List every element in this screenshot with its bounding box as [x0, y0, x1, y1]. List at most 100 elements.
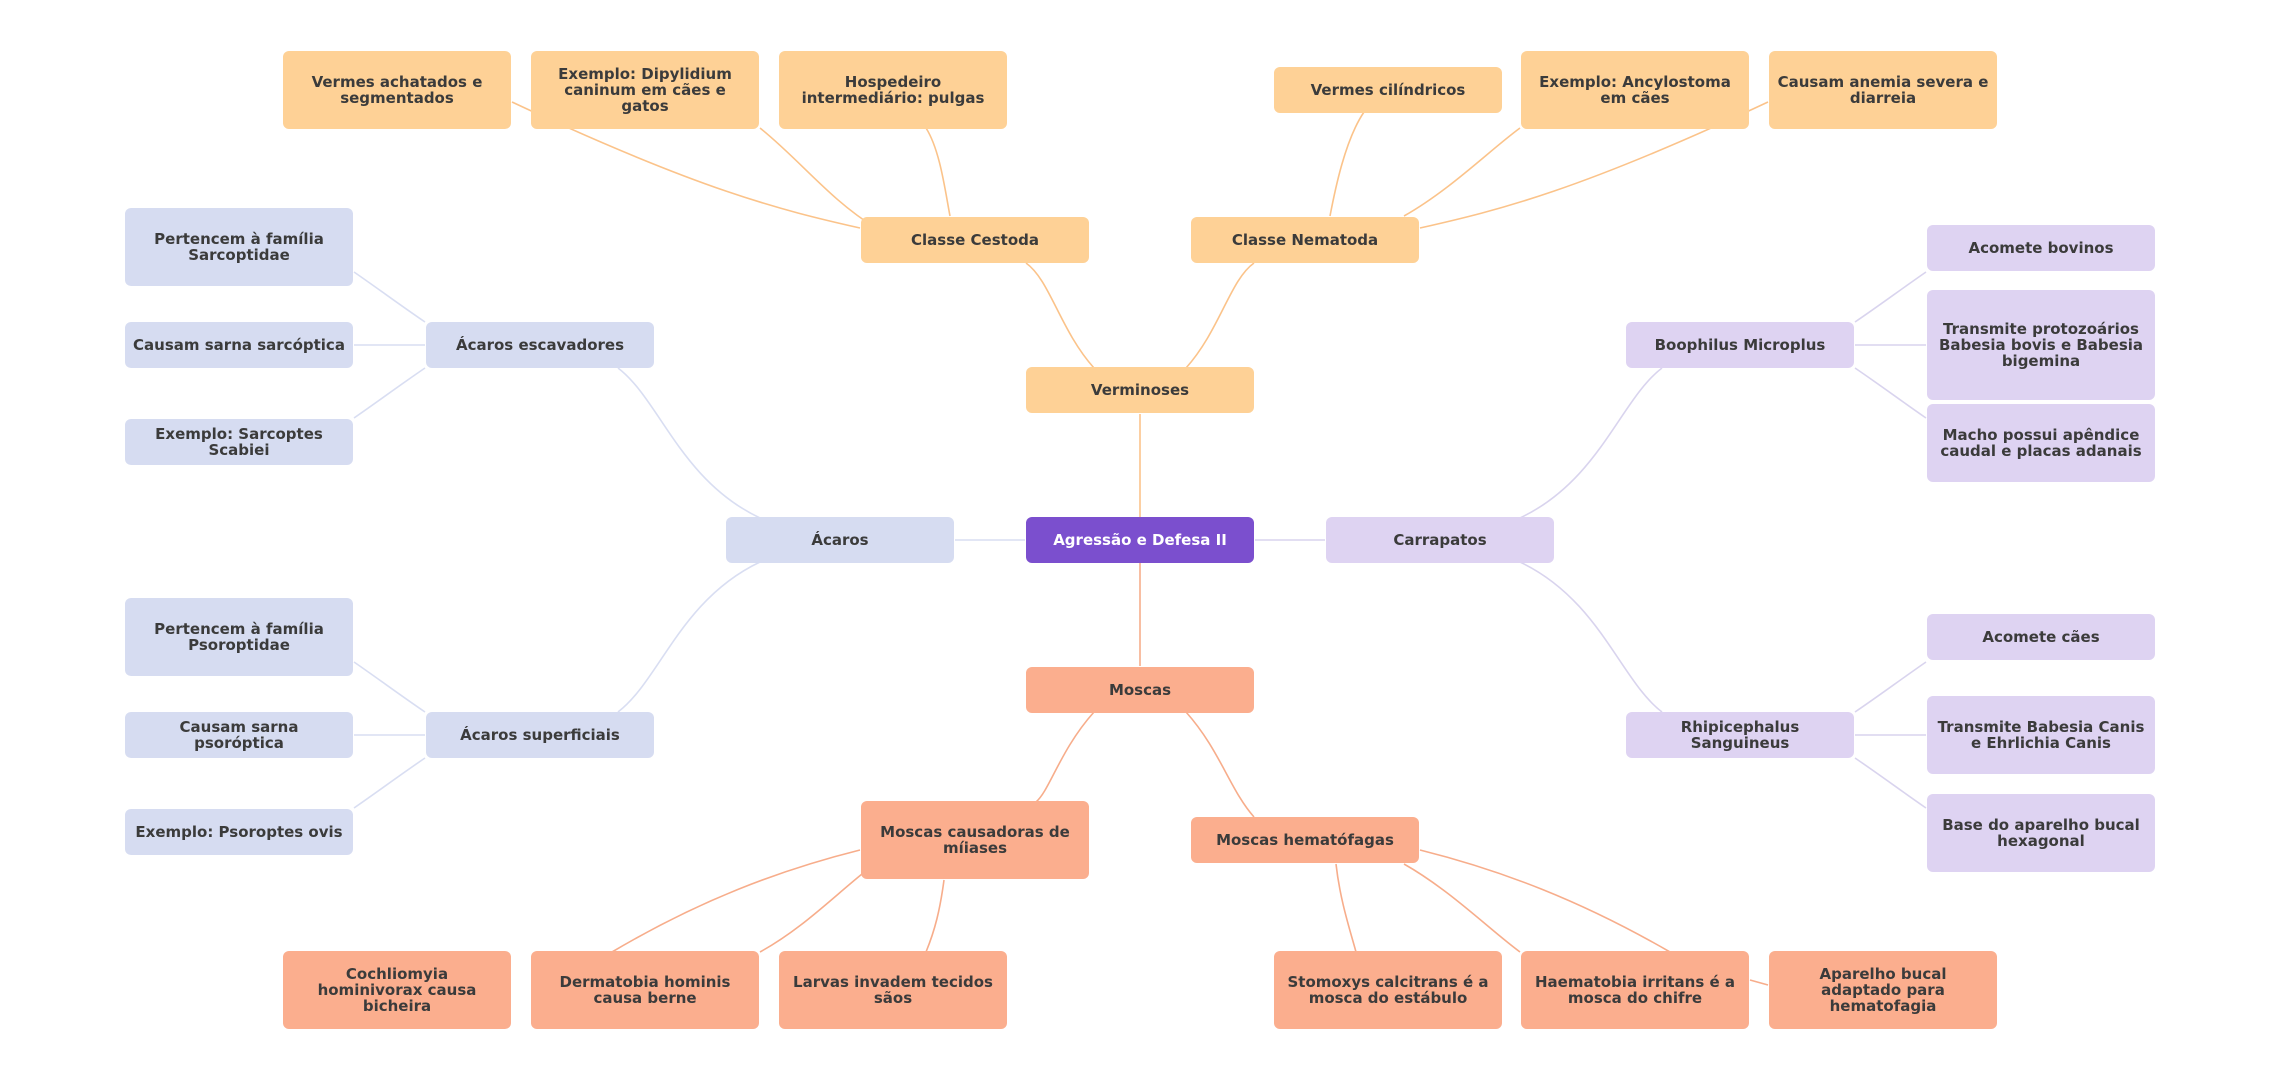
nematoda-item-2-text: Exemplo: Ancylostoma em cães — [1539, 73, 1731, 107]
miiases-item-2-text: Dermatobia hominis causa berne — [559, 973, 731, 1007]
link-carrapatos-boophilus — [1519, 367, 1663, 519]
link-rhipicephalus-item-1 — [1854, 661, 1927, 713]
link-nematoda-item-3 — [1419, 101, 1769, 229]
escavadores-item-3[interactable]: Exemplo: Sarcoptes Scabiei — [125, 419, 353, 465]
link-carrapatos-rhipicephalus — [1519, 561, 1663, 713]
link-acaros-escavadores — [617, 367, 761, 519]
hematofagas-node[interactable]: Moscas hematófagas — [1191, 817, 1419, 863]
escavadores-item-3-text: Exemplo: Sarcoptes Scabiei — [155, 425, 323, 459]
link-acaros-superficiais — [617, 561, 761, 713]
rhipicephalus-item-2[interactable]: Transmite Babesia Canis e Ehrlichia Cani… — [1927, 696, 2155, 774]
link-superficiais-item-3 — [353, 757, 426, 809]
rhipicephalus-item-3-text: Base do aparelho bucal hexagonal — [1942, 816, 2140, 850]
link-hematofagas-item-2 — [1403, 863, 1521, 953]
nematoda-label: Classe Nematoda — [1231, 231, 1379, 249]
superficiais-item-2-text: Causam sarna psoróptica — [179, 718, 299, 752]
superficiais-item-1-text: Pertencem à família Psoroptidae — [154, 620, 324, 654]
center-node[interactable]: Agressão e Defesa II — [1026, 517, 1254, 563]
miiases-item-1-text: Cochliomyia hominivorax causa bicheira — [317, 965, 477, 1015]
link-boophilus-item-1 — [1854, 271, 1927, 323]
cestoda-item-2-text: Exemplo: Dipylidium caninum em cães e ga… — [558, 65, 732, 115]
hematofagas-item-1-text: Stomoxys calcitrans é a mosca do estábul… — [1287, 973, 1489, 1007]
miiases-label: Moscas causadoras de míiases — [880, 823, 1070, 857]
boophilus-item-2[interactable]: Transmite protozoários Babesia bovis e B… — [1927, 290, 2155, 400]
moscas-label: Moscas — [1108, 681, 1172, 699]
superficiais-item-3-text: Exemplo: Psoroptes ovis — [135, 823, 343, 841]
rhipicephalus-item-2-text: Transmite Babesia Canis e Ehrlichia Cani… — [1937, 718, 2145, 752]
hematofagas-item-1[interactable]: Stomoxys calcitrans é a mosca do estábul… — [1274, 951, 1502, 1029]
cestoda-label: Classe Cestoda — [911, 231, 1039, 249]
cestoda-item-2[interactable]: Exemplo: Dipylidium caninum em cães e ga… — [531, 51, 759, 129]
boophilus-item-2-text: Transmite protozoários Babesia bovis e B… — [1938, 320, 2144, 370]
link-miiases-item-3 — [925, 879, 945, 953]
boophilus-item-3[interactable]: Macho possui apêndice caudal e placas ad… — [1927, 404, 2155, 482]
escavadores-item-2[interactable]: Causam sarna sarcóptica — [125, 322, 353, 368]
superficiais-label: Ácaros superficiais — [460, 726, 620, 744]
boophilus-node[interactable]: Boophilus Microplus — [1626, 322, 1854, 368]
hematofagas-item-3-text: Aparelho bucal adaptado para hematofagia — [1819, 965, 1947, 1015]
link-verminoses-cestoda — [1025, 262, 1095, 369]
rhipicephalus-item-1[interactable]: Acomete cães — [1927, 614, 2155, 660]
hematofagas-item-2-text: Haematobia irritans é a mosca do chifre — [1534, 973, 1736, 1007]
escavadores-item-2-text: Causam sarna sarcóptica — [133, 336, 345, 354]
miiases-item-3[interactable]: Larvas invadem tecidos sãos — [779, 951, 1007, 1029]
boophilus-item-1[interactable]: Acomete bovinos — [1927, 225, 2155, 271]
verminoses-label: Verminoses — [1090, 381, 1190, 399]
link-superficiais-item-1 — [353, 661, 426, 713]
escavadores-node[interactable]: Ácaros escavadores — [426, 322, 654, 368]
link-hematofagas-item-1 — [1335, 863, 1357, 953]
cestoda-item-3[interactable]: Hospedeiro intermediário: pulgas — [779, 51, 1007, 129]
nematoda-item-2[interactable]: Exemplo: Ancylostoma em cães — [1521, 51, 1749, 129]
nematoda-item-1[interactable]: Vermes cilíndricos — [1274, 67, 1502, 113]
link-nematoda-item-1 — [1329, 111, 1365, 217]
rhipicephalus-item-3[interactable]: Base do aparelho bucal hexagonal — [1927, 794, 2155, 872]
verminoses-node[interactable]: Verminoses — [1026, 367, 1254, 413]
moscas-node[interactable]: Moscas — [1026, 667, 1254, 713]
hematofagas-item-2[interactable]: Haematobia irritans é a mosca do chifre — [1521, 951, 1749, 1029]
cestoda-item-1[interactable]: Vermes achatados e segmentados — [283, 51, 511, 129]
nematoda-item-1-text: Vermes cilíndricos — [1310, 81, 1466, 99]
acaros-node[interactable]: Ácaros — [726, 517, 954, 563]
link-boophilus-item-3 — [1854, 367, 1927, 419]
link-escavadores-item-3 — [353, 367, 426, 419]
hematofagas-item-3[interactable]: Aparelho bucal adaptado para hematofagia — [1769, 951, 1997, 1029]
superficiais-item-2[interactable]: Causam sarna psoróptica — [125, 712, 353, 758]
boophilus-item-3-text: Macho possui apêndice caudal e placas ad… — [1940, 426, 2142, 460]
link-miiases-item-2 — [759, 873, 863, 953]
boophilus-item-1-text: Acomete bovinos — [1968, 239, 2114, 257]
link-miiases-item-1 — [611, 849, 861, 953]
link-verminoses-nematoda — [1185, 262, 1255, 369]
nematoda-item-3[interactable]: Causam anemia severa e diarreia — [1769, 51, 1997, 129]
link-cestoda-item-2 — [759, 127, 877, 229]
miiases-item-2[interactable]: Dermatobia hominis causa berne — [531, 951, 759, 1029]
link-hematofagas-item-3 — [1419, 849, 1671, 953]
link-nematoda-item-2 — [1403, 127, 1521, 217]
escavadores-label: Ácaros escavadores — [455, 336, 625, 354]
link-cestoda-item-1 — [511, 101, 861, 229]
link-escavadores-item-1 — [353, 271, 426, 323]
superficiais-item-3[interactable]: Exemplo: Psoroptes ovis — [125, 809, 353, 855]
escavadores-item-1[interactable]: Pertencem à família Sarcoptidae — [125, 208, 353, 286]
rhipicephalus-label: Rhipicephalus Sanguineus — [1680, 718, 1800, 752]
miiases-item-1[interactable]: Cochliomyia hominivorax causa bicheira — [283, 951, 511, 1029]
link-cestoda-item-3 — [925, 127, 951, 217]
boophilus-label: Boophilus Microplus — [1654, 336, 1826, 354]
carrapatos-node[interactable]: Carrapatos — [1326, 517, 1554, 563]
escavadores-item-1-text: Pertencem à família Sarcoptidae — [154, 230, 324, 264]
center-label: Agressão e Defesa II — [1053, 531, 1227, 549]
superficiais-node[interactable]: Ácaros superficiais — [426, 712, 654, 758]
link-moscas-miiases — [1035, 711, 1095, 803]
hematofagas-label: Moscas hematófagas — [1216, 831, 1394, 849]
carrapatos-label: Carrapatos — [1393, 531, 1487, 549]
miiases-item-3-text: Larvas invadem tecidos sãos — [793, 973, 993, 1007]
link-moscas-hematofagas — [1185, 711, 1255, 818]
acaros-label: Ácaros — [811, 531, 869, 549]
cestoda-node[interactable]: Classe Cestoda — [861, 217, 1089, 263]
cestoda-item-1-text: Vermes achatados e segmentados — [311, 73, 483, 107]
rhipicephalus-node[interactable]: Rhipicephalus Sanguineus — [1626, 712, 1854, 758]
nematoda-node[interactable]: Classe Nematoda — [1191, 217, 1419, 263]
superficiais-item-1[interactable]: Pertencem à família Psoroptidae — [125, 598, 353, 676]
miiases-node[interactable]: Moscas causadoras de míiases — [861, 801, 1089, 879]
link-rhipicephalus-item-3 — [1854, 757, 1927, 809]
